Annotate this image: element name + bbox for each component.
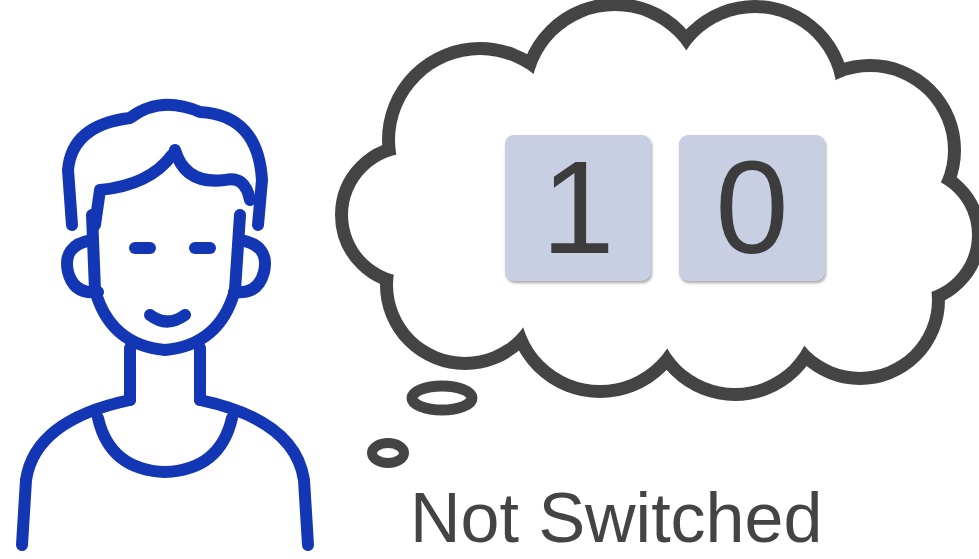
thought-bubble <box>372 443 404 463</box>
digit-tile: 0 <box>679 135 825 281</box>
thought-cloud-fill <box>348 11 972 388</box>
state-label: Not Switched <box>410 483 822 553</box>
thought-bubble <box>412 386 472 410</box>
person-icon <box>22 105 308 545</box>
digit-text: 1 <box>541 142 614 274</box>
digit-tile: 1 <box>505 135 651 281</box>
thought-cloud <box>348 11 972 388</box>
digit-text: 0 <box>715 142 788 274</box>
